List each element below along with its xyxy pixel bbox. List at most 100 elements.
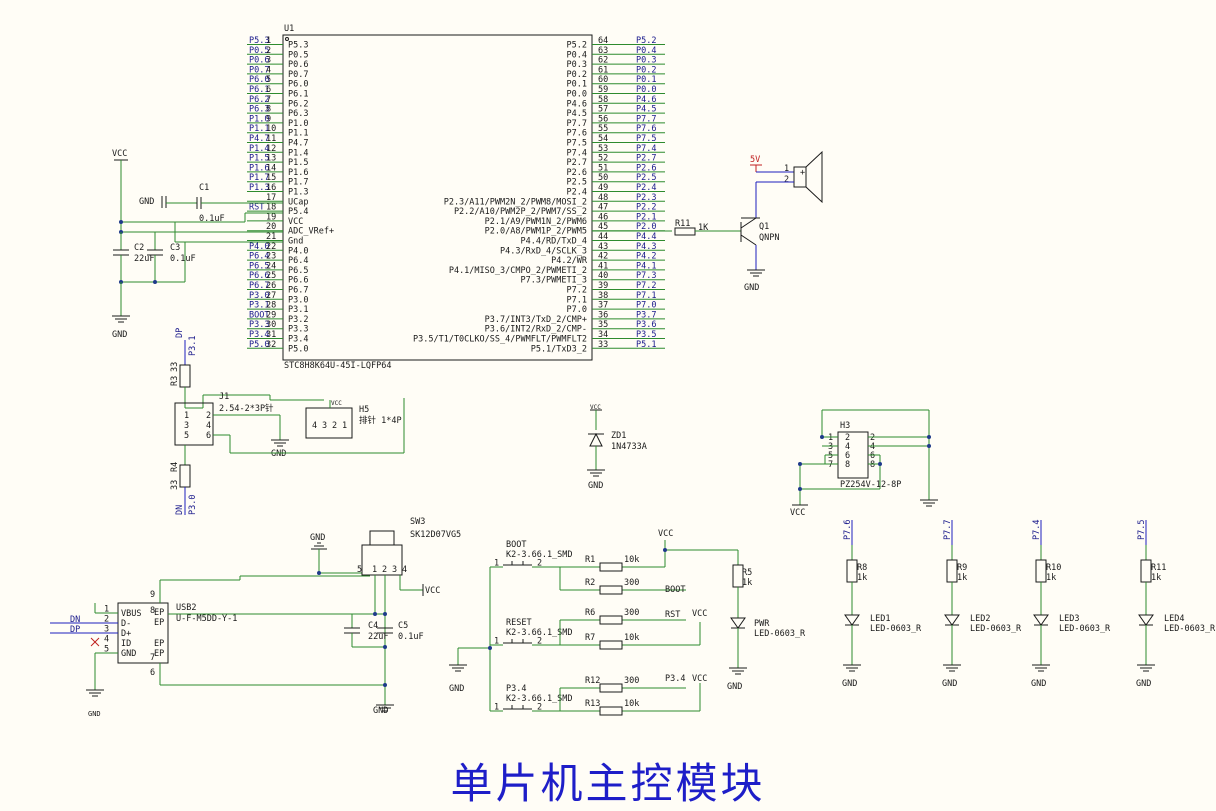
gnd-c1-label: GND (139, 197, 154, 207)
mcu-right-pin-num: 55 (598, 124, 608, 134)
mcu-left-pin-num: 16 (266, 183, 276, 193)
mcu-right-pin-num: 50 (598, 173, 608, 183)
mcu-right-pin-name: P4.5 (567, 109, 587, 119)
mcu-left-pin-num: 22 (266, 242, 276, 252)
mcu-right-pin-num: 62 (598, 56, 608, 66)
resistor-ref: R12 (585, 676, 600, 686)
usb-pin-num: 3 (104, 625, 109, 635)
button-pin1: 1 (494, 637, 499, 647)
mcu-right-pin-name: P4.1/MISO_3/CMPO_2/PWMETI_2 (449, 266, 587, 276)
mcu-left-pin-num: 6 (266, 85, 271, 95)
mcu-right-net: P0.4 (636, 46, 656, 56)
mcu-right-pin-num: 58 (598, 95, 608, 105)
mcu-left-pin-num: 3 (266, 56, 271, 66)
h3-pin-right: 2 (845, 433, 850, 443)
c2-value: 22uF (134, 254, 154, 264)
usb-part: U-F-M5DD-Y-1 (176, 614, 237, 624)
usb-pin-name: GND (121, 649, 136, 659)
sw3-pin-num: 5 (357, 565, 362, 575)
mcu-right-pin-num: 61 (598, 65, 608, 75)
mcu-left-net: P4.0 (249, 242, 269, 252)
pwr-led-ref: PWR (754, 619, 770, 629)
led-resistor-ref: R11 (1151, 563, 1166, 573)
mcu-left-net: P3.1 (249, 301, 269, 311)
mcu-left-net: P6.7 (249, 281, 269, 291)
mcu-right-pin-name: P7.5 (567, 139, 587, 149)
led-resistor-body (1035, 559, 1047, 583)
mcu-right-pin-num: 45 (598, 222, 608, 232)
mcu-left-pin-num: 25 (266, 271, 276, 281)
mcu-left-net: P5.0 (249, 340, 269, 350)
mcu-left-pin-num: 10 (266, 124, 276, 134)
mcu-right-pin-name: P7.7 (567, 119, 587, 129)
c3-ref: C3 (170, 243, 180, 253)
mcu-left-pin-name: VCC (288, 217, 303, 227)
mcu-right-pin-name: P2.2/A10/PWM2P_2/PWM7/SS_2 (454, 207, 587, 217)
button-label: P3.4 (506, 684, 526, 694)
mcu-left-pin-num: 21 (266, 232, 276, 242)
c1-value: 0.1uF (199, 214, 225, 224)
mcu-left-pin-name: P5.0 (288, 344, 308, 354)
net-p31: P3.1 (188, 336, 198, 356)
h3-body (837, 431, 869, 479)
j1-body (174, 402, 214, 446)
led-resistor-ref: R10 (1046, 563, 1061, 573)
mcu-left-pin-num: 27 (266, 291, 276, 301)
h5-pin-num: 4 (312, 421, 317, 431)
c2-ref: C2 (134, 243, 144, 253)
mcu-left-net: P3.3 (249, 320, 269, 330)
mcu-left-pin-name: P1.6 (288, 168, 308, 178)
j1-pin-num: 2 (206, 411, 211, 421)
mcu-right-pin-name: P2.1/A9/PWM1N_2/PWM6 (485, 217, 587, 227)
mcu-right-net: P0.1 (636, 75, 656, 85)
mcu-right-pin-name: P0.2 (567, 70, 587, 80)
led-net: P7.5 (1137, 520, 1147, 540)
usb-shield-pin: 7 (150, 653, 155, 663)
mcu-right-pin-name: P3.6/INT2/RxD_2/CMP- (485, 325, 587, 335)
j1-pin-num: 4 (206, 421, 211, 431)
speaker-icon (805, 150, 823, 204)
page-title: 单片机主控模块 (450, 759, 766, 808)
mcu-left-pin-num: 32 (266, 340, 276, 350)
boot-net: BOOT (665, 585, 685, 595)
led-icon (944, 614, 960, 626)
resistor-body (599, 615, 623, 625)
mcu-right-pin-num: 38 (598, 291, 608, 301)
mcu-left-pin-num: 5 (266, 75, 271, 85)
j1-pin-num: 1 (184, 411, 189, 421)
h5-pin-num: 2 (332, 421, 337, 431)
resistor-ref: R6 (585, 608, 595, 618)
mcu-right-net: P4.3 (636, 242, 656, 252)
r4-body (179, 464, 191, 488)
j1-ref: J1 (219, 392, 229, 402)
mcu-right-pin-name: P5.2 (567, 41, 587, 51)
led-part: LED-0603_R (970, 624, 1022, 634)
usb-ep-label: EP (154, 649, 164, 659)
mcu-right-pin-num: 42 (598, 252, 608, 262)
r5-ref: R5 (742, 568, 752, 578)
j1-part: 2.54-2*3P针 (219, 403, 274, 414)
usb-pin-name: VBUS (121, 609, 141, 619)
mcu-left-pin-num: 23 (266, 252, 276, 262)
zener-part: 1N4733A (611, 442, 647, 452)
usb-ep-label: EP (154, 608, 164, 618)
r11-ref: R11 (675, 219, 690, 229)
led-resistor-body (946, 559, 958, 583)
mcu-right-net: P7.2 (636, 281, 656, 291)
led-gnd: GND (842, 679, 857, 689)
r3-ref: R3 (170, 376, 180, 386)
mcu-right-pin-num: 54 (598, 134, 608, 144)
mcu-right-pin-name: P7.4 (567, 148, 587, 158)
usb-pin-num: 4 (104, 635, 109, 645)
h3-ref: H3 (840, 421, 850, 431)
h3-pin-right-outer: 4 (870, 442, 875, 452)
button-label: RESET (506, 618, 532, 628)
mcu-right-pin-num: 59 (598, 85, 608, 95)
sw3-gnd2: GND (373, 706, 388, 716)
button-label: BOOT (506, 540, 526, 550)
mcu-left-pin-name: P6.3 (288, 109, 308, 119)
mcu-right-pin-num: 46 (598, 212, 608, 222)
mcu-right-net: P7.1 (636, 291, 656, 301)
button-part: K2-3.66.1_SMD (506, 694, 573, 704)
